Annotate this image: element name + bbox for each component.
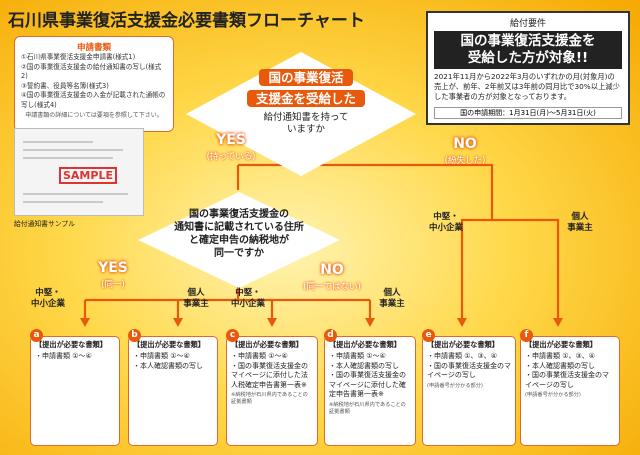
result-note: ※納税地が石川県内であることの証拠書類: [329, 401, 406, 415]
result-item: ・本人確認書類の写し: [329, 361, 399, 370]
branch-yes-2: YES: [98, 260, 128, 276]
result-item: ・国の事業復活支援金のマイページに添付した法人税確定申告書第一表※: [231, 361, 308, 389]
result-box-b: 【提出が必要な書類】 ・申請書類 ①～④ ・本人確認書類の写し: [128, 336, 218, 446]
label-corp: 中堅・ 中小企業: [30, 288, 65, 309]
result-note: (申請番号が分かる部分): [525, 392, 581, 398]
label-corp: 中堅・ 中小企業: [428, 212, 463, 233]
sample-line: [23, 193, 128, 195]
result-note: ※納税地が石川県内であることの証拠書類: [231, 392, 308, 405]
result-box-a: 【提出が必要な書類】 ・申請書類 ①～④: [30, 336, 120, 446]
eligibility-body: 2021年11月から2022年3月のいずれかの月(対象月)の売上が、前年、2年前…: [434, 72, 620, 101]
badge-b: b: [128, 329, 141, 342]
headline-line-2: 受給した方が対象!!: [467, 50, 589, 66]
result-box-f: 【提出が必要な書類】 ・申請書類 ①、③、④ ・本人確認書類の写し ・国の事業復…: [520, 336, 620, 446]
branch-yes-1-sub: (持っている): [206, 152, 256, 162]
q2-line-1: 国の事業復活支援金の: [189, 209, 289, 220]
result-item: ・本人確認書類の写し: [133, 361, 203, 370]
q2-line-2: 通知書に記載されている住所: [174, 222, 304, 233]
result-title: 【提出が必要な書類】: [329, 340, 401, 349]
branch-no-2-sub: (同一ではない): [303, 282, 361, 292]
q1-line-3: 給付通知書を持って いますか: [222, 112, 390, 136]
result-item: ・国の事業復活支援金のマイページの写し: [525, 371, 609, 389]
result-item: ・申請書類 ①～④: [231, 352, 288, 360]
result-item: ・申請書類 ①～④: [35, 352, 92, 360]
page-title: 石川県事業復活支援金必要書類フローチャート: [8, 11, 365, 31]
headline-line-1: 国の事業復活支援金を: [460, 33, 596, 49]
result-note: (申請番号が分かる部分): [427, 382, 483, 389]
result-title: 【提出が必要な書類】: [231, 340, 303, 349]
label-indiv: 個人 事業主: [379, 288, 405, 309]
badge-a: a: [30, 329, 43, 342]
branch-no-1: NO: [453, 136, 477, 152]
q1-line-2: 支援金を受給した: [247, 90, 365, 107]
badge-c: c: [226, 329, 239, 342]
q2-line-3: と確定申告の納税地が: [189, 235, 289, 246]
label-indiv: 個人 事業主: [183, 288, 209, 309]
result-item: ・本人確認書類の写し: [525, 361, 595, 370]
badge-e: e: [422, 329, 435, 342]
q1-text-3: 給付通知書を持って: [263, 112, 349, 123]
result-item: ・国の事業復活支援金のマイページの写し: [427, 361, 511, 380]
sample-line: [23, 141, 93, 143]
sample-line: [23, 201, 103, 203]
result-item: ・申請書類 ①～④: [133, 352, 190, 360]
result-box-d: 【提出が必要な書類】 ・申請書類 ①～④ ・本人確認書類の写し ・国の事業復活支…: [324, 336, 416, 446]
documents-note: 申請書類の詳細については要項を参照して下さい。: [25, 112, 163, 119]
document-item: ①石川県事業復活支援金申請書(様式1): [21, 53, 136, 61]
branch-yes-2-sub: (同一): [101, 280, 125, 290]
result-item: ・申請書類 ①、③、④: [525, 352, 596, 360]
q1-text-4: いますか: [286, 124, 325, 135]
result-item: ・申請書類 ①～④: [329, 352, 386, 360]
documents-box: 申請書類 ①石川県事業復活支援金申請書(様式1) ②国の事業復活支援金の給付通知…: [14, 36, 174, 132]
label-indiv: 個人 事業主: [567, 212, 593, 233]
result-title: 【提出が必要な書類】: [35, 340, 107, 349]
document-item: ③誓約書、役員等名簿(様式3): [21, 81, 109, 90]
result-title: 【提出が必要な書類】: [133, 340, 205, 349]
document-item: ④国の事業復活支援金の入金が記載された通帳の写し(様式4): [21, 91, 166, 109]
branch-no-1-sub: (紛失した): [444, 156, 486, 166]
sample-line: [23, 157, 113, 159]
branch-no-2: NO: [320, 262, 344, 278]
document-item: ②国の事業復活支援金の給付通知書の写し(様式2): [21, 62, 162, 81]
notice-sample-image: SAMPLE: [14, 128, 144, 216]
q2-text: 国の事業復活支援金の 通知書に記載されている住所 と確定申告の納税地が 同一です…: [150, 208, 328, 260]
result-title: 【提出が必要な書類】: [427, 340, 499, 349]
documents-title: 申請書類: [76, 43, 111, 53]
eligibility-header: 給付要件: [509, 19, 546, 29]
q2-line-4: 同一ですか: [214, 248, 264, 259]
branch-yes-1: YES: [216, 132, 246, 148]
result-item: ・申請書類 ①、③、④: [427, 352, 498, 360]
badge-f: f: [520, 329, 533, 342]
eligibility-box: 給付要件 国の事業復活支援金を 受給した方が対象!! 2021年11月から202…: [426, 11, 630, 125]
sample-line: [23, 149, 123, 151]
badge-d: d: [324, 329, 337, 342]
result-title: 【提出が必要な書類】: [525, 340, 597, 349]
result-box-c: 【提出が必要な書類】 ・申請書類 ①～④ ・国の事業復活支援金のマイページに添付…: [226, 336, 318, 446]
q1-line-1: 国の事業復活: [259, 69, 353, 86]
result-item: ・国の事業復活支援金のマイページに添付した確定申告書第一表※: [329, 371, 406, 398]
sample-caption: 給付通知書サンプル: [14, 220, 75, 228]
application-period: 国の申請期間：1月31日(月)～5月31日(火): [434, 107, 622, 119]
label-corp: 中堅・ 中小企業: [230, 288, 265, 309]
sample-stamp: SAMPLE: [59, 167, 117, 184]
eligibility-headline: 国の事業復活支援金を 受給した方が対象!!: [434, 31, 622, 69]
result-box-e: 【提出が必要な書類】 ・申請書類 ①、③、④ ・国の事業復活支援金のマイページの…: [422, 336, 516, 446]
